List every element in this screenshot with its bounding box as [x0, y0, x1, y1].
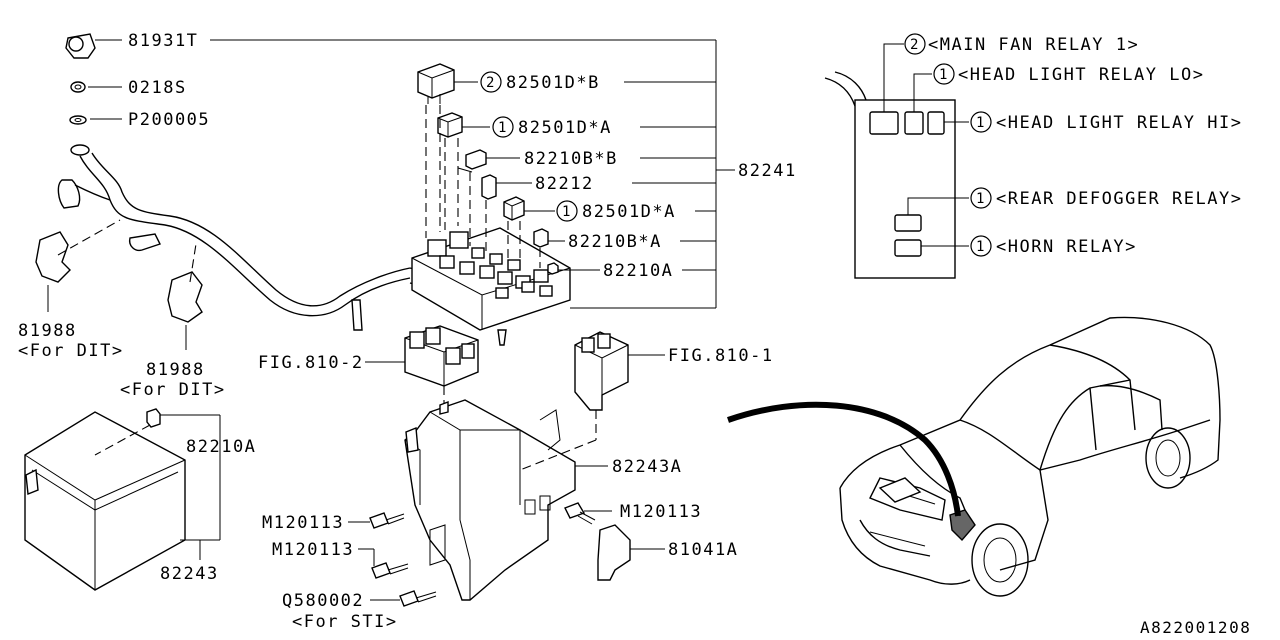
car-illustration: [839, 316, 1221, 597]
label-82210a-cover: 82210A: [186, 437, 256, 457]
circle-num-82501db: 2: [486, 75, 494, 91]
relay-parts: [417, 63, 559, 275]
note-sti: <For STI>: [292, 612, 398, 632]
label-p200005: P200005: [128, 110, 210, 130]
bracket-81041a: [597, 524, 631, 581]
label-m120113-a: M120113: [262, 513, 344, 533]
legend-headlight-relay-lo: <HEAD LIGHT RELAY LO>: [958, 65, 1204, 85]
bolts: [369, 502, 596, 607]
legend-num-horn: 1: [976, 239, 984, 255]
circle-num-82501da-1: 1: [498, 120, 506, 136]
diagram-id: A822001208: [1140, 618, 1251, 637]
label-82212: 82212: [535, 174, 594, 194]
location-pointer-arrow: [727, 401, 961, 517]
label-82243a: 82243A: [612, 457, 682, 477]
bracket-82241: [210, 39, 735, 309]
label-82501da-2: 82501D*A: [582, 202, 676, 222]
label-81988-left: 81988: [18, 321, 77, 341]
label-82501da-1: 82501D*A: [518, 118, 612, 138]
label-82241: 82241: [738, 161, 797, 181]
label-fig-810-2: FIG.810-2: [258, 353, 364, 373]
label-m120113-b: M120113: [272, 540, 354, 560]
note-dit-left: <For DIT>: [18, 341, 124, 361]
fig-810-1-block: [574, 331, 629, 411]
label-81931t: 81931T: [128, 31, 198, 51]
fig-810-2-block: [404, 325, 479, 387]
part-labels: 81931T 0218S P200005 2 82501D*B 1 82501D…: [18, 31, 1251, 637]
label-82210ba: 82210B*A: [568, 232, 662, 252]
label-82210a-top: 82210A: [603, 261, 673, 281]
relay-box-82241: [411, 227, 571, 346]
legend-num-main-fan: 2: [910, 37, 918, 53]
label-82210bb: 82210B*B: [524, 149, 618, 169]
relay-location-panel: [824, 43, 969, 279]
label-81041a: 81041A: [668, 540, 738, 560]
label-m120113-c: M120113: [620, 502, 702, 522]
legend-headlight-relay-hi: <HEAD LIGHT RELAY HI>: [996, 113, 1242, 133]
label-81988-mid: 81988: [146, 360, 205, 380]
circle-num-82501da-2: 1: [562, 204, 570, 220]
bracket-82243a: [404, 399, 576, 601]
relay-legend: 2 <MAIN FAN RELAY 1> 1 <HEAD LIGHT RELAY…: [904, 33, 1242, 257]
note-dit-mid: <For DIT>: [120, 380, 226, 400]
legend-main-fan-relay: <MAIN FAN RELAY 1>: [928, 35, 1139, 55]
label-q580002: Q580002: [282, 591, 364, 611]
legend-num-rear-defogger: 1: [976, 191, 984, 207]
legend-horn-relay: <HORN RELAY>: [996, 237, 1137, 257]
legend-num-headlight-lo: 1: [939, 67, 947, 83]
wiring-harness: [35, 33, 419, 350]
label-fig-810-1: FIG.810-1: [668, 346, 774, 366]
label-82243: 82243: [160, 564, 219, 584]
fuse-box-cover-82243: [24, 408, 186, 591]
legend-rear-defogger-relay: <REAR DEFOGGER RELAY>: [996, 189, 1242, 209]
legend-num-headlight-hi: 1: [976, 115, 984, 131]
label-82501db: 82501D*B: [506, 73, 600, 93]
label-0218s: 0218S: [128, 78, 187, 98]
